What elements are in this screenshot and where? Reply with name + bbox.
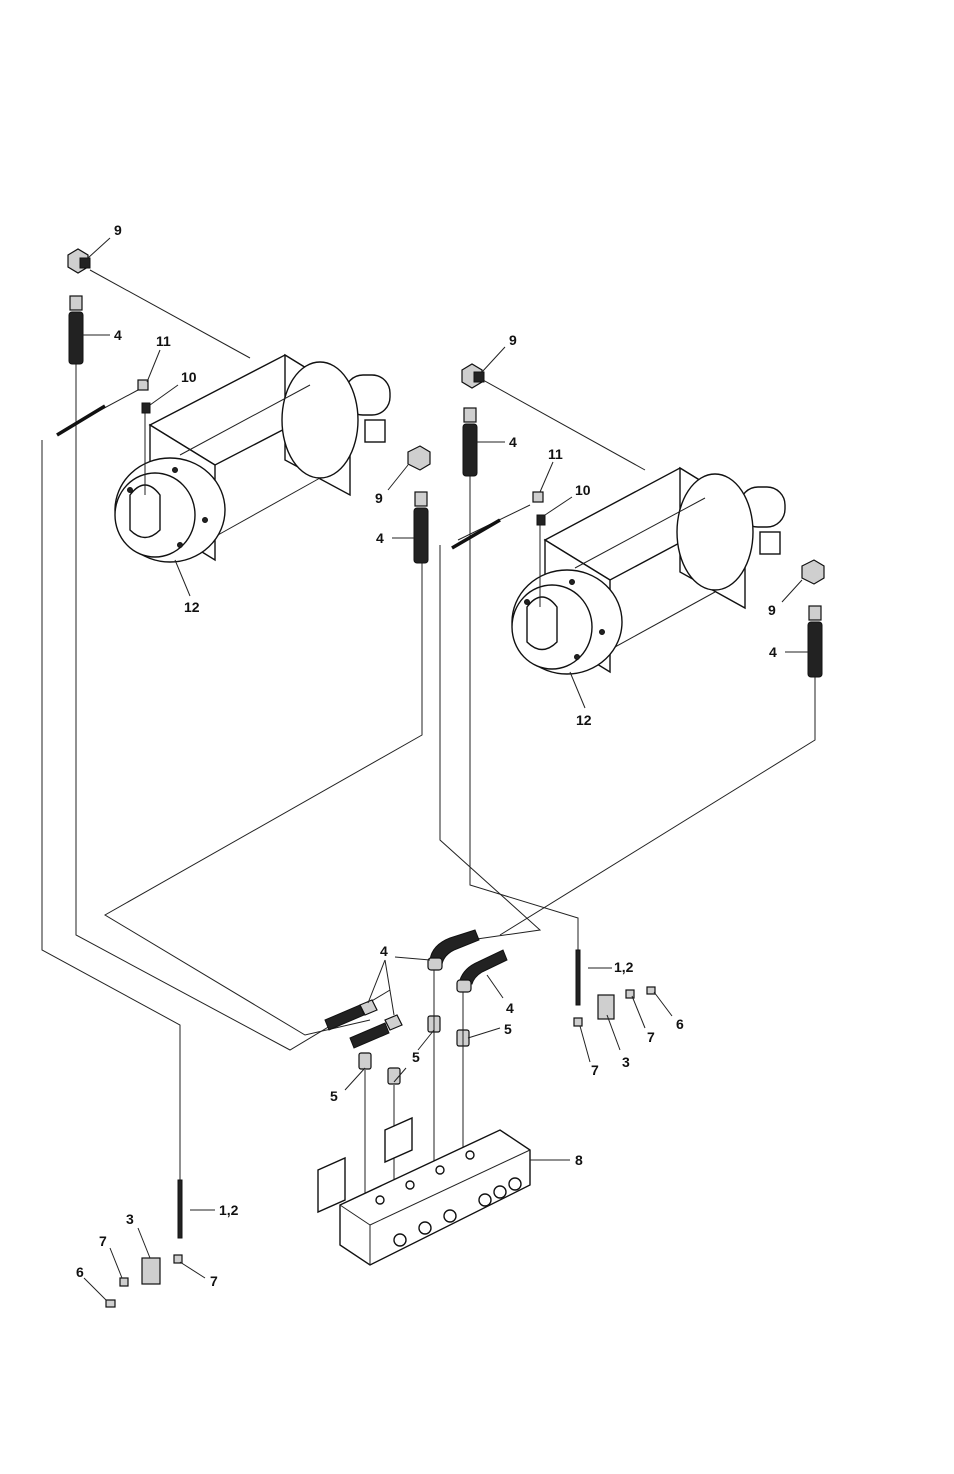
label-6: 6	[76, 1264, 84, 1280]
label-12: 12	[576, 712, 592, 728]
label-11: 11	[156, 333, 171, 349]
label-4: 4	[506, 1000, 514, 1016]
winch-left	[115, 355, 390, 562]
label-4: 4	[509, 434, 517, 450]
label-3: 3	[126, 1211, 134, 1227]
label-10: 10	[575, 482, 591, 498]
valve-block	[318, 1118, 530, 1265]
label-5: 5	[330, 1088, 338, 1104]
label-1-2: 1,2	[614, 959, 634, 975]
label-7: 7	[99, 1233, 107, 1249]
label-12: 12	[184, 599, 200, 615]
label-1-2: 1,2	[219, 1202, 239, 1218]
label-10: 10	[181, 369, 197, 385]
label-5: 5	[504, 1021, 512, 1037]
label-9: 9	[375, 490, 383, 506]
label-9: 9	[114, 222, 122, 238]
callout-labels: 9 4 11 10 9 4 12 9 4 11 10 9 4 12 4 4 5 …	[76, 222, 777, 1289]
label-8: 8	[575, 1152, 583, 1168]
label-4: 4	[769, 644, 777, 660]
label-7: 7	[210, 1273, 218, 1289]
label-4: 4	[114, 327, 122, 343]
label-7: 7	[591, 1062, 599, 1078]
label-7: 7	[647, 1029, 655, 1045]
winch-right	[512, 468, 785, 674]
label-11: 11	[548, 446, 563, 462]
hose-routing-lines	[42, 270, 815, 1180]
label-3: 3	[622, 1054, 630, 1070]
label-9: 9	[509, 332, 517, 348]
label-9: 9	[768, 602, 776, 618]
label-4: 4	[376, 530, 384, 546]
label-4: 4	[380, 943, 388, 959]
label-6: 6	[676, 1016, 684, 1032]
label-5: 5	[412, 1049, 420, 1065]
